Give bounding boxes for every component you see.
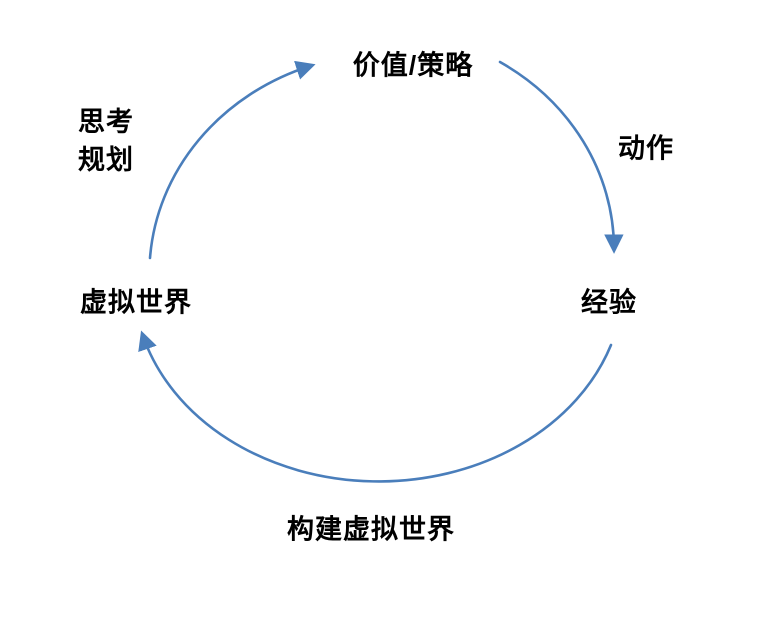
edge-label-plan: 规划 bbox=[78, 145, 134, 175]
edge-label-think-plan: 思考 规划 bbox=[78, 103, 134, 179]
arrow-experience-to-virtualworld bbox=[138, 330, 613, 483]
node-experience: 经验 bbox=[581, 287, 637, 318]
arrow-virtualworld-to-value bbox=[148, 60, 316, 260]
node-virtual-world: 虚拟世界 bbox=[80, 287, 192, 318]
node-value-strategy: 价值/策略 bbox=[352, 50, 474, 81]
edge-label-build-virtual-world: 构建虚拟世界 bbox=[287, 514, 455, 545]
edge-label-action: 动作 bbox=[618, 133, 674, 164]
edge-label-think: 思考 bbox=[78, 107, 134, 137]
arrow-value-to-experience bbox=[498, 60, 624, 254]
